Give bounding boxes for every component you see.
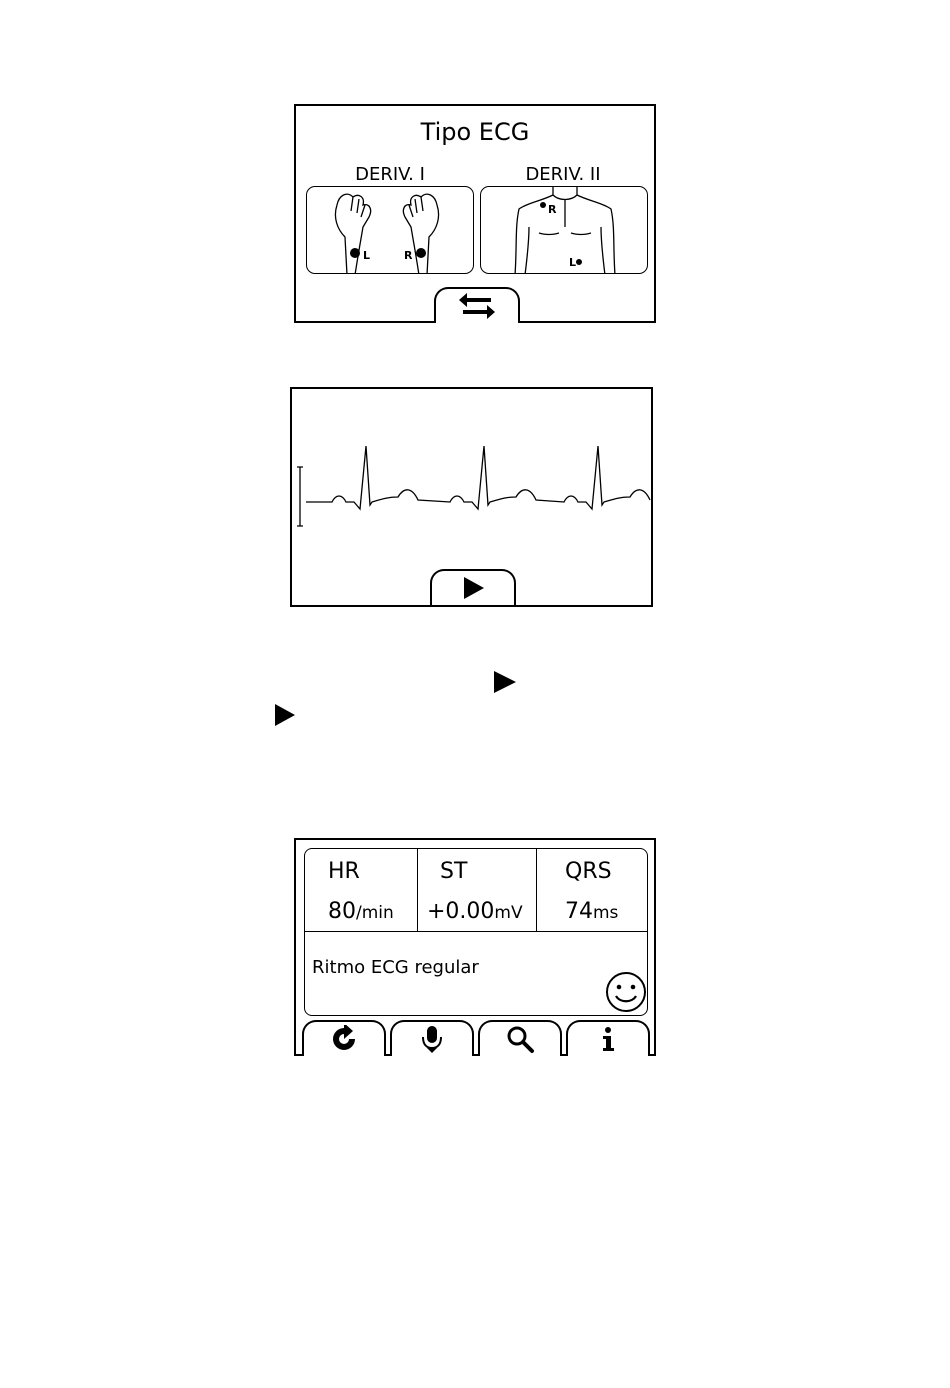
hands-electrodes-icon	[307, 187, 474, 274]
lead-i-option[interactable]: L R	[306, 186, 474, 274]
refresh-icon	[327, 1025, 361, 1053]
calibration-bar	[297, 467, 303, 526]
results-panel: HR 80/min ST +0.00mV QRS 74ms Ritmo ECG …	[304, 848, 648, 1016]
play-button[interactable]	[430, 569, 516, 605]
repeat-button[interactable]	[302, 1020, 386, 1056]
play-icon	[460, 575, 486, 601]
play-icon	[274, 703, 296, 727]
metric-value: 74ms	[565, 899, 618, 924]
smiley-icon	[605, 971, 647, 1013]
right-electrode-marker: R	[404, 249, 412, 262]
right-electrode-marker: R	[548, 203, 556, 216]
switch-lead-button[interactable]	[434, 287, 520, 323]
metric-value: 80/min	[328, 899, 394, 924]
ecg-type-screen: Tipo ECG DERIV. I L R DERIV. II	[294, 104, 656, 323]
rhythm-message: Ritmo ECG regular	[312, 957, 479, 978]
divider	[305, 931, 647, 932]
left-electrode-marker: L	[569, 256, 576, 269]
metric-hr: HR 80/min	[305, 849, 417, 931]
lead-ii-option[interactable]: R L	[480, 186, 648, 274]
magnifier-icon	[505, 1024, 535, 1054]
zoom-button[interactable]	[478, 1020, 562, 1056]
metric-name: HR	[328, 859, 360, 884]
results-screen: HR 80/min ST +0.00mV QRS 74ms Ritmo ECG …	[294, 838, 656, 1056]
lead-i-label: DERIV. I	[306, 164, 474, 185]
metric-st: ST +0.00mV	[418, 849, 536, 931]
lead-ii-label: DERIV. II	[479, 164, 647, 185]
screen-title: Tipo ECG	[296, 118, 654, 146]
ecg-trace-screen	[290, 387, 653, 607]
info-icon	[598, 1025, 618, 1053]
left-electrode-marker: L	[363, 249, 370, 262]
info-button[interactable]	[566, 1020, 650, 1056]
metric-value: +0.00mV	[427, 899, 523, 924]
chest-electrodes-icon	[481, 187, 648, 274]
metric-qrs: QRS 74ms	[537, 849, 648, 931]
metric-name: QRS	[565, 859, 612, 884]
voice-button[interactable]	[390, 1020, 474, 1056]
switch-arrows-icon	[455, 291, 499, 321]
microphone-icon	[418, 1024, 446, 1054]
metric-name: ST	[440, 859, 467, 884]
play-icon	[492, 669, 518, 695]
